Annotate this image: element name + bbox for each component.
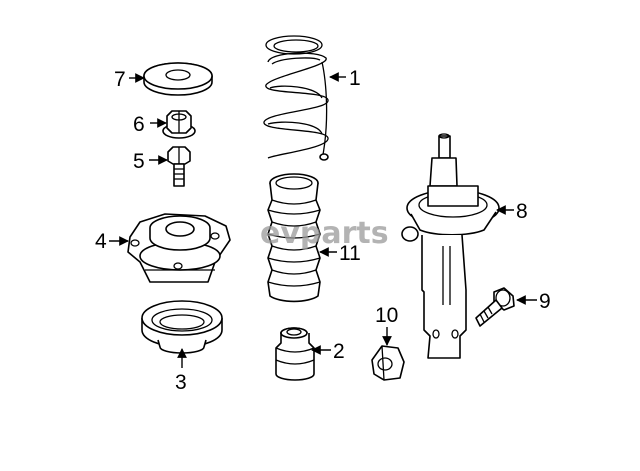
strut-mount-4 <box>127 213 231 283</box>
watermark-text: evparts <box>260 216 389 251</box>
callout-9: 9 <box>516 290 551 313</box>
callout-label-2: 2 <box>333 340 345 363</box>
coil-spring-1 <box>263 35 329 161</box>
bump-stop-2 <box>275 327 315 381</box>
callout-label-6: 6 <box>133 113 145 136</box>
callout-label-3: 3 <box>175 371 187 394</box>
callout-2: 2 <box>311 340 345 363</box>
callout-7: 7 <box>114 68 145 91</box>
callout-4: 4 <box>95 230 129 253</box>
callout-label-10: 10 <box>375 304 398 327</box>
callout-3: 3 <box>175 348 187 394</box>
callout-1: 1 <box>329 67 361 90</box>
callout-label-7: 7 <box>114 68 126 91</box>
callout-label-8: 8 <box>516 200 528 223</box>
callout-label-11: 11 <box>339 242 361 265</box>
hex-nut-10 <box>371 345 405 381</box>
strut-bearing-3 <box>141 300 223 354</box>
strut-assembly-8 <box>401 133 500 359</box>
callout-8: 8 <box>496 200 528 223</box>
flange-nut-6 <box>162 110 196 139</box>
flange-bolt-9 <box>475 287 515 327</box>
callout-10: 10 <box>375 304 398 346</box>
callout-label-4: 4 <box>95 230 107 253</box>
dust-boot-11 <box>267 173 321 303</box>
washer-7 <box>143 62 213 96</box>
callout-11: 11 <box>319 242 361 265</box>
callout-label-5: 5 <box>133 150 145 173</box>
callout-5: 5 <box>133 150 168 173</box>
callout-label-1: 1 <box>349 67 361 90</box>
callout-6: 6 <box>133 113 167 136</box>
callout-label-9: 9 <box>539 290 551 313</box>
bolt-5 <box>167 146 191 187</box>
